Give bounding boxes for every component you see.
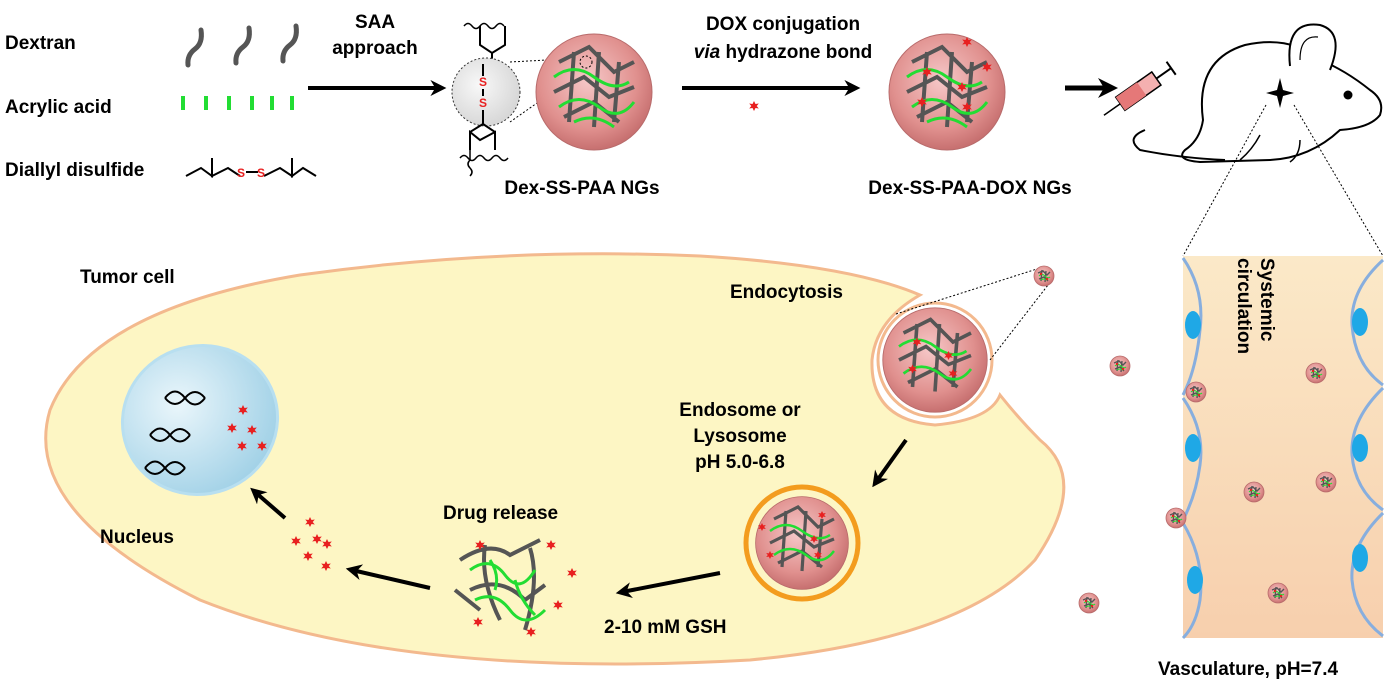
circulation-label: circulation bbox=[1233, 258, 1254, 355]
endocytosis-label: Endocytosis bbox=[730, 282, 843, 303]
saa-label: SAA bbox=[354, 12, 396, 33]
diffusion-arrow bbox=[345, 564, 431, 590]
diallyl-disulfide-label: Diallyl disulfide bbox=[5, 160, 145, 181]
acrylic-acid-label: Acrylic acid bbox=[5, 97, 112, 118]
ng-particle bbox=[535, 33, 653, 151]
released-polymer bbox=[453, 538, 577, 637]
nucleus bbox=[120, 344, 280, 496]
drug-release-label: Drug release bbox=[443, 503, 559, 524]
endocytosis-vesicle bbox=[876, 265, 1055, 419]
injection-site-icon bbox=[1266, 78, 1294, 108]
gsh-label: 2-10 mM GSH bbox=[604, 617, 727, 638]
blood-vessel bbox=[1181, 256, 1385, 640]
ng-label: Dex-SS-PAA NGs bbox=[504, 178, 659, 199]
dox-star-icon bbox=[749, 101, 759, 111]
ng-dox-label: Dex-SS-PAA-DOX NGs bbox=[868, 178, 1071, 199]
tumor-cell-label: Tumor cell bbox=[80, 267, 175, 288]
syringe-icon bbox=[1103, 61, 1177, 116]
acrylic-acid-marks bbox=[181, 96, 294, 110]
svg-text:S: S bbox=[479, 96, 487, 110]
endosome bbox=[743, 484, 861, 602]
diallyl-disulfide-structure: S S bbox=[185, 158, 317, 180]
ng-dox-particle bbox=[888, 33, 1006, 151]
vasculature-label: Vasculature, pH=7.4 bbox=[1158, 659, 1339, 680]
systemic-label: Systemic bbox=[1256, 258, 1277, 342]
svg-text:S: S bbox=[479, 75, 487, 89]
nucleus-label: Nucleus bbox=[100, 527, 174, 548]
release-arrow bbox=[615, 571, 721, 599]
nucleus-arrow bbox=[250, 487, 287, 520]
endosome-ph-label: pH 5.0-6.8 bbox=[695, 452, 785, 473]
hydrazone-bond-label: via hydrazone bond bbox=[694, 42, 872, 63]
endosome-arrow bbox=[872, 438, 908, 488]
dextran-label: Dextran bbox=[5, 33, 76, 54]
dox-conjugation-label: DOX conjugation bbox=[706, 14, 860, 35]
endosome-label: Endosome or bbox=[679, 400, 801, 421]
mouse-icon bbox=[1132, 23, 1384, 257]
dna-icon bbox=[144, 390, 206, 476]
lysosome-label: Lysosome bbox=[693, 426, 787, 447]
approach-label: approach bbox=[332, 38, 418, 59]
svg-text:S: S bbox=[237, 166, 245, 180]
dextran-chains bbox=[185, 23, 299, 68]
svg-text:S: S bbox=[257, 166, 265, 180]
